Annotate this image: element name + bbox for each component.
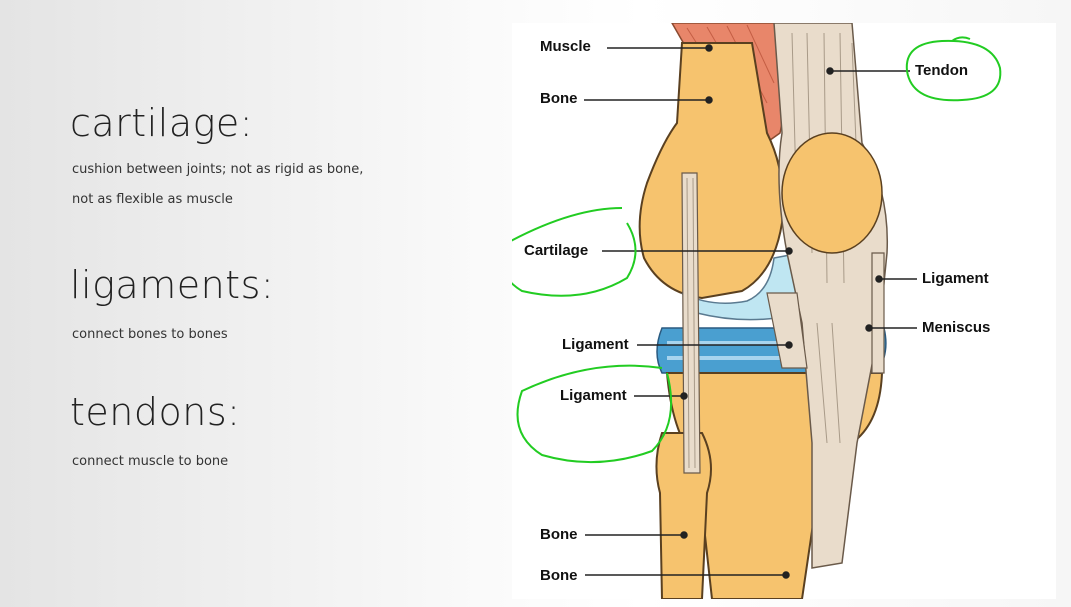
label-bone-top: Bone [540,91,578,106]
label-tendon: Tendon [915,63,968,78]
description-ligaments: connect bones to bones [72,320,492,350]
label-bone-lower-1: Bone [540,527,578,542]
description-cartilage-line1: cushion between joints; not as rigid as … [72,155,492,185]
description-cartilage: cushion between joints; not as rigid as … [72,155,492,215]
label-cartilage: Cartilage [524,243,588,258]
description-tendons: connect muscle to bone [72,447,492,477]
knee-anatomy-illustration [512,23,1056,599]
highlight-ligament-circle [518,366,672,462]
label-ligament-right: Ligament [922,271,989,286]
description-cartilage-line2: not as flexible as muscle [72,185,492,215]
description-ligaments-line1: connect bones to bones [72,320,492,350]
knee-diagram: Muscle Bone Tendon Cartilage Ligament Me… [512,23,1056,599]
patella-shape [782,133,882,253]
label-ligament-middle: Ligament [562,337,629,352]
label-muscle: Muscle [540,39,591,54]
term-cartilage: cartilage: [70,104,253,142]
collateral-ligament-left [682,173,700,473]
collateral-ligament-right [872,253,884,373]
label-meniscus: Meniscus [922,320,990,335]
description-tendons-line1: connect muscle to bone [72,447,492,477]
term-ligaments: ligaments: [70,266,274,304]
term-tendons: tendons: [70,393,240,431]
label-ligament-lower: Ligament [560,388,627,403]
label-bone-lower-2: Bone [540,568,578,583]
